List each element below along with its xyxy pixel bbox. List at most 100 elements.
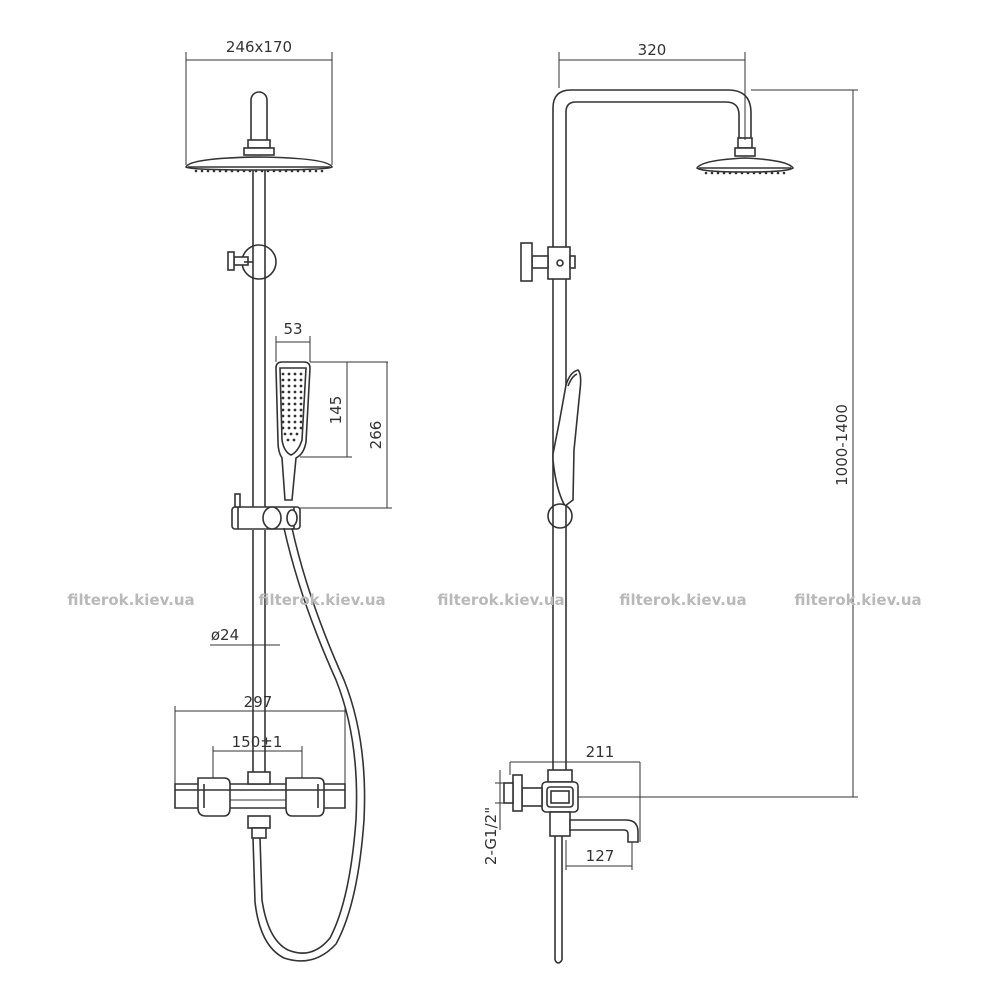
nozzle-dot	[200, 169, 204, 173]
dim-label-mixer-width: 297	[244, 693, 273, 711]
nozzle-dot	[299, 396, 303, 400]
nozzle-dot	[722, 171, 726, 175]
shower-hose	[252, 527, 366, 962]
nozzle-dot	[286, 438, 290, 442]
dimension-hand-head: 145	[300, 361, 388, 458]
nozzle-dot	[278, 169, 282, 173]
nozzle-dots-front-head	[194, 169, 324, 173]
nozzle-dot	[281, 390, 285, 394]
nozzle-dot	[293, 420, 297, 424]
side-view: 320 1000-1400 211 127 2-G1/2"	[482, 41, 858, 964]
overhead-shower-side	[695, 137, 795, 175]
dim-label-hand-head: 145	[327, 396, 345, 425]
nozzle-dot	[236, 169, 240, 173]
nozzle-dot	[194, 169, 198, 173]
hand-shower-side	[547, 369, 582, 529]
nozzle-dot	[293, 378, 297, 382]
dimension-head-size: 246x170	[185, 38, 333, 165]
watermark-4: filterok.kiev.ua	[619, 591, 746, 609]
nozzle-dot	[746, 171, 750, 175]
nozzle-dot	[302, 169, 306, 173]
overhead-shower-front	[185, 91, 333, 173]
nozzle-dot	[292, 438, 296, 442]
nozzle-dot	[230, 169, 234, 173]
dim-label-pipe-diameter: ø24	[211, 626, 239, 644]
nozzle-dot	[293, 414, 297, 418]
nozzle-dot	[281, 402, 285, 406]
dimension-spout-reach: 127	[565, 840, 633, 870]
nozzle-dot	[710, 171, 714, 175]
nozzle-dot	[284, 169, 288, 173]
dim-label-spout-reach: 127	[586, 847, 615, 865]
dimension-mixer-width: 297	[174, 693, 346, 784]
nozzle-dot	[770, 171, 774, 175]
nozzle-dots-side-head	[704, 171, 786, 175]
nozzle-dot	[281, 408, 285, 412]
dim-label-hand-total: 266	[367, 421, 385, 450]
hand-shower-front	[275, 361, 311, 501]
nozzle-dot	[281, 396, 285, 400]
diverter-front	[227, 244, 277, 280]
nozzle-dot	[293, 396, 297, 400]
nozzle-dot	[224, 169, 228, 173]
nozzle-dot	[281, 426, 285, 430]
nozzle-dot	[287, 396, 291, 400]
dimension-mixer-spacing: 150±1	[212, 733, 303, 778]
diverter-side	[520, 242, 576, 282]
dimension-hand-width: 53	[275, 320, 311, 362]
riser-and-arm-side	[552, 89, 752, 770]
nozzle-dot	[752, 171, 756, 175]
nozzle-dot	[272, 169, 276, 173]
nozzle-dot	[299, 372, 303, 376]
nozzle-dot	[299, 390, 303, 394]
nozzle-dot	[728, 171, 732, 175]
nozzle-dot	[293, 426, 297, 430]
nozzle-dot	[299, 408, 303, 412]
nozzle-dot	[254, 169, 258, 173]
nozzle-dot	[776, 171, 780, 175]
watermark-3: filterok.kiev.ua	[437, 591, 564, 609]
nozzle-dot	[287, 372, 291, 376]
nozzle-dot	[281, 414, 285, 418]
watermark-row: filterok.kiev.ua filterok.kiev.ua filter…	[67, 591, 921, 609]
nozzle-dot	[287, 384, 291, 388]
nozzle-dot	[218, 169, 222, 173]
nozzle-dot	[242, 169, 246, 173]
nozzle-dot	[287, 426, 291, 430]
dimension-arm-reach: 320	[558, 41, 746, 140]
riser-pipe-front	[252, 170, 266, 780]
thermostat-mixer-front	[174, 771, 346, 839]
nozzle-dot	[287, 378, 291, 382]
nozzle-dot	[704, 171, 708, 175]
nozzle-dot	[299, 378, 303, 382]
nozzle-dot	[281, 420, 285, 424]
nozzle-dot	[266, 169, 270, 173]
dim-label-spout-total: 211	[586, 743, 615, 761]
dim-label-mixer-spacing: 150±1	[232, 733, 283, 751]
front-view: 246x170 53 145 266 ø24	[174, 38, 392, 962]
dim-label-thread: 2-G1/2"	[482, 807, 500, 865]
nozzle-dot	[314, 169, 318, 173]
nozzle-dot	[764, 171, 768, 175]
nozzle-dot	[308, 169, 312, 173]
watermark-2: filterok.kiev.ua	[258, 591, 385, 609]
nozzle-dot	[287, 420, 291, 424]
nozzle-dot	[293, 372, 297, 376]
nozzle-dot	[320, 169, 324, 173]
nozzle-dot	[299, 420, 303, 424]
dimension-hand-total: 266	[300, 362, 392, 509]
nozzle-dot	[293, 402, 297, 406]
watermark-1: filterok.kiev.ua	[67, 591, 194, 609]
nozzle-dot	[287, 390, 291, 394]
slider-holder-front	[231, 493, 301, 530]
nozzle-dot	[281, 378, 285, 382]
dimension-height-range: 1000-1400	[578, 89, 858, 798]
nozzle-dot	[293, 384, 297, 388]
nozzle-dot	[289, 432, 293, 436]
nozzle-dot	[734, 171, 738, 175]
nozzle-dot	[283, 432, 287, 436]
nozzle-dot	[299, 426, 303, 430]
dim-label-hand-width: 53	[283, 320, 302, 338]
nozzle-dot	[296, 169, 300, 173]
